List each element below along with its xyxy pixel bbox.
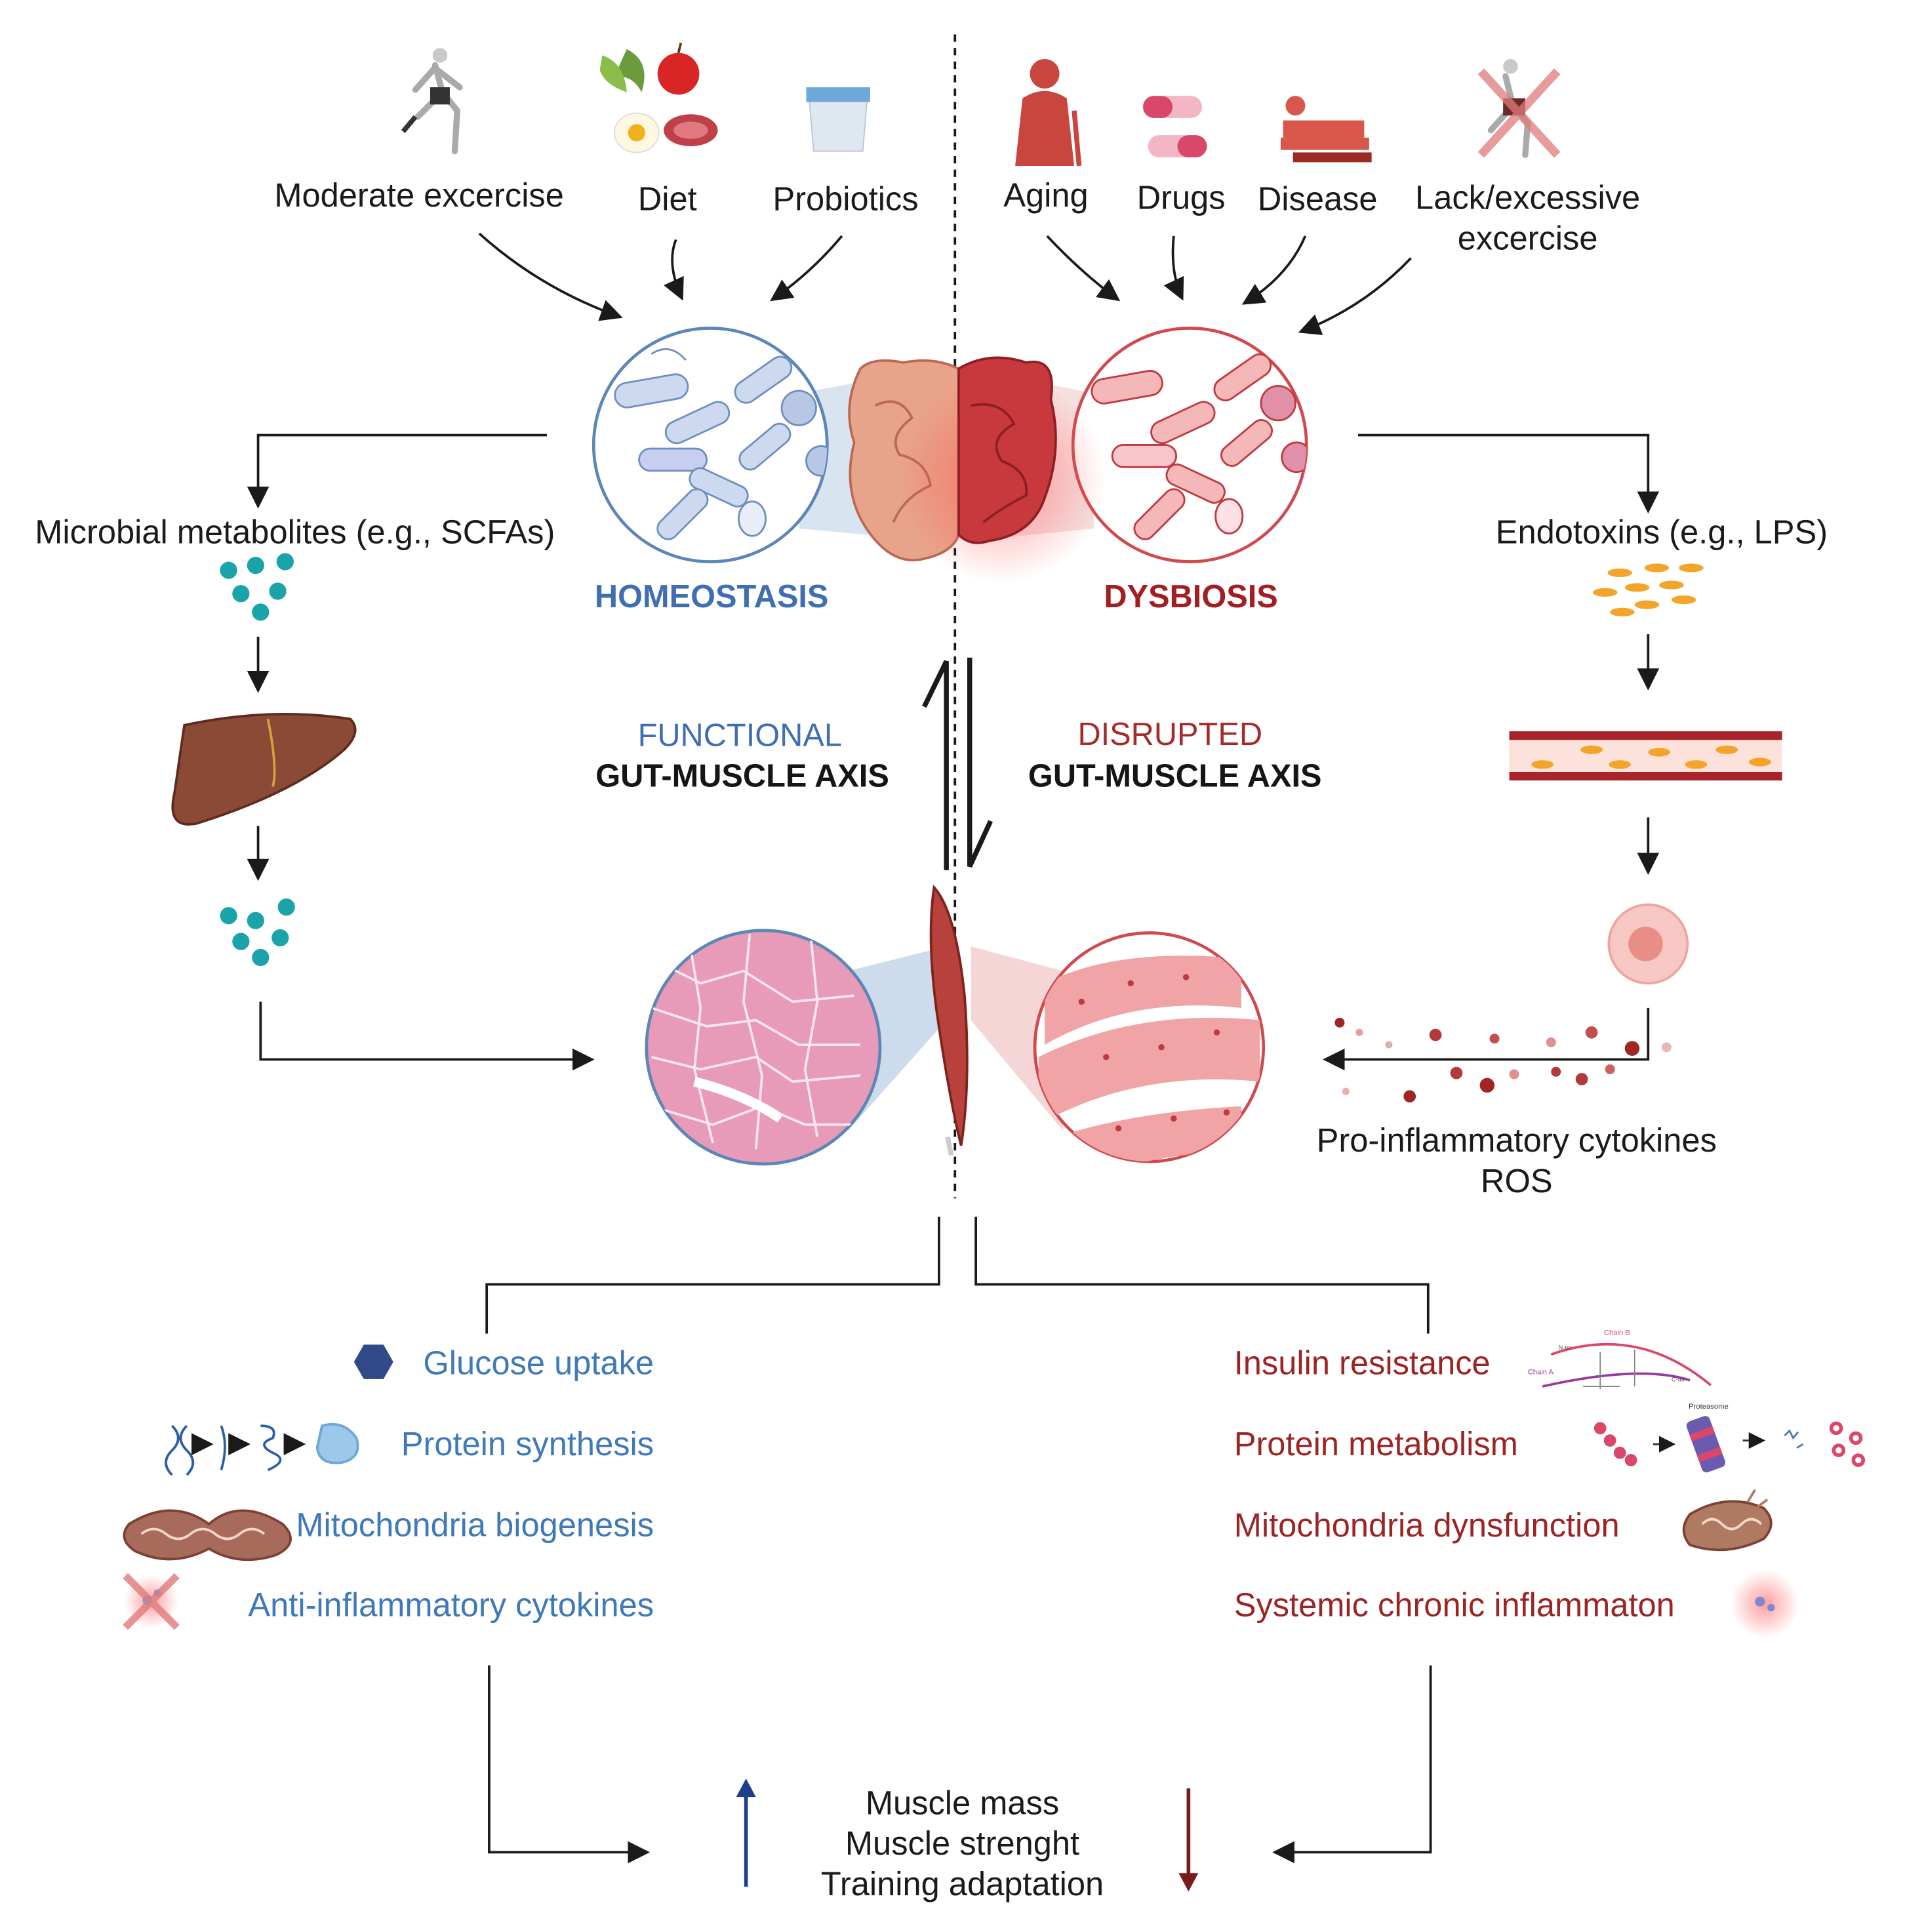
label-probiotics: Probiotics — [772, 180, 919, 218]
label-dysbiosis: DYSBIOSIS — [1104, 577, 1278, 615]
yogurt-icon — [806, 87, 870, 152]
insulin-chain-b-label: Chain B — [1604, 1329, 1630, 1337]
scfa-particles-bottom — [220, 898, 295, 967]
harm-mitochondria-dysfunction: Mitochondria dynsfunction — [1233, 1506, 1620, 1544]
healthy-muscle-tissue-circle — [645, 929, 947, 1166]
label-microbial-metabolites: Microbial metabolites (e.g., SCFAs) — [35, 513, 555, 551]
decrease-arrow-icon — [1178, 1788, 1199, 1892]
blood-vessel-icon — [1509, 731, 1782, 781]
label-lack-exercise-1: Lack/excessive — [1415, 179, 1641, 216]
insulin-chain-a-label: Chain A — [1528, 1368, 1554, 1376]
dystrophic-muscle-tissue-circle — [971, 931, 1266, 1163]
runner-icon — [401, 48, 463, 155]
label-disrupted-axis: GUT-MUSCLE AXIS — [1028, 757, 1322, 794]
outcome-muscle-mass: Muscle mass — [865, 1784, 1060, 1822]
increase-arrow-icon — [736, 1778, 756, 1887]
aging-person-icon — [1015, 58, 1082, 167]
cytokine-particles — [1334, 1017, 1672, 1103]
inflamed-intestine-icon — [897, 356, 1106, 584]
proteasome-label: Proteasome — [1689, 1403, 1729, 1411]
glucose-icon — [353, 1344, 393, 1379]
inflammation-glow-icon — [1730, 1569, 1799, 1639]
label-homeostasis: HOMEOSTASIS — [594, 577, 829, 615]
bidirectional-axis-arrows — [922, 657, 993, 870]
harm-systemic-inflammation: Systemic chronic inflammaton — [1233, 1586, 1675, 1624]
insulin-n-ter-label: N-ter — [1558, 1344, 1572, 1351]
label-functional: FUNCTIONAL — [637, 716, 842, 754]
drugs-icon — [1143, 96, 1207, 157]
outcome-training-adaptation: Training adaptation — [820, 1866, 1104, 1903]
insulin-c-ter-label: C-ter — [1672, 1377, 1685, 1383]
label-diet: Diet — [637, 180, 697, 218]
food-icon — [599, 43, 718, 153]
label-disrupted: DISRUPTED — [1077, 715, 1263, 753]
label-aging: Aging — [1003, 176, 1089, 214]
protein-synthesis-icon — [165, 1422, 359, 1476]
label-pro-inflammatory: Pro-inflammatory cytokines — [1316, 1122, 1717, 1159]
benefit-glucose-uptake: Glucose uptake — [423, 1344, 654, 1382]
label-drugs: Drugs — [1136, 179, 1226, 216]
hospital-bed-icon — [1280, 96, 1372, 163]
scfa-particles-top — [220, 553, 294, 621]
outcome-muscle-strength: Muscle strenght — [845, 1825, 1080, 1862]
benefit-mitochondria-biogenesis: Mitochondria biogenesis — [296, 1506, 654, 1544]
label-endotoxins: Endotoxins (e.g., LPS) — [1495, 513, 1828, 551]
insulin-chains-icon — [1542, 1342, 1712, 1389]
healthy-mitochondria-icon — [123, 1509, 292, 1561]
label-functional-axis: GUT-MUSCLE AXIS — [595, 757, 889, 794]
label-ros: ROS — [1480, 1162, 1553, 1200]
muscle-icon — [929, 884, 969, 1156]
harm-protein-metabolism: Protein metabolism — [1233, 1426, 1518, 1463]
benefit-protein-synthesis: Protein synthesis — [401, 1426, 654, 1463]
proteasome-degradation-icon — [1594, 1416, 1866, 1473]
no-exercise-icon — [1477, 58, 1561, 158]
damaged-mitochondria-icon — [1682, 1489, 1773, 1552]
benefit-anti-inflammatory: Anti-inflammatory cytokines — [248, 1586, 654, 1624]
harm-insulin-resistance: Insulin resistance — [1233, 1344, 1491, 1382]
label-moderate-exercise: Moderate excercise — [274, 176, 564, 214]
anti-inflammatory-icon — [123, 1573, 180, 1630]
immune-cell-icon — [1607, 903, 1689, 985]
lps-particles — [1592, 563, 1704, 616]
label-disease: Disease — [1257, 180, 1378, 218]
label-lack-exercise-2: excercise — [1457, 220, 1598, 257]
liver-icon — [171, 713, 357, 826]
